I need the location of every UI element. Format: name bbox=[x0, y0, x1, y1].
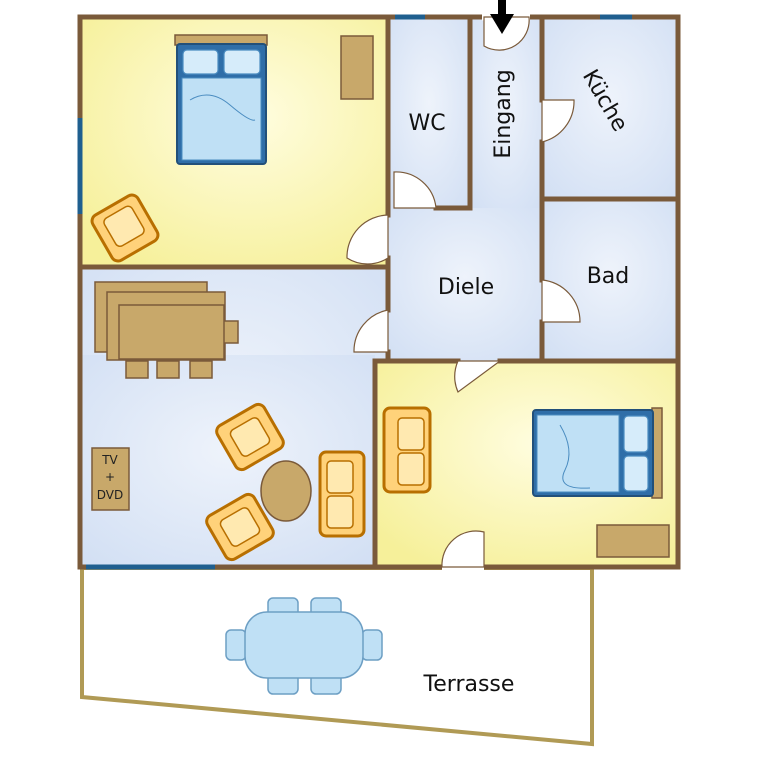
hall-floor bbox=[388, 208, 542, 361]
living-room-door bbox=[353, 309, 389, 353]
bedroom-2-door bbox=[454, 360, 502, 393]
label-bath: Bad bbox=[587, 264, 630, 289]
armchair-icon bbox=[90, 193, 160, 263]
armchair-icon bbox=[215, 402, 285, 472]
terrace-door bbox=[441, 530, 485, 568]
bedroom-1-door bbox=[346, 214, 389, 265]
wc-door bbox=[393, 171, 437, 209]
bath-door bbox=[541, 279, 581, 323]
patio-table-set bbox=[225, 597, 383, 695]
tv-label-line3: DVD bbox=[97, 488, 123, 502]
tv-label-line1: TV bbox=[101, 453, 118, 467]
doors bbox=[346, 13, 581, 571]
sofa-icon bbox=[318, 450, 366, 538]
label-wc: WC bbox=[408, 111, 445, 136]
double-bed-icon bbox=[532, 407, 663, 499]
dining-table-icon bbox=[94, 281, 239, 379]
entrance-door bbox=[483, 16, 530, 51]
sofa-icon bbox=[382, 406, 432, 494]
living-room-furniture: TV + DVD bbox=[91, 281, 366, 562]
wardrobe-icon bbox=[340, 35, 374, 100]
patio-table bbox=[244, 611, 364, 679]
bedroom-1-furniture bbox=[90, 34, 374, 263]
bath-floor bbox=[542, 199, 678, 361]
tv-dvd-unit: TV + DVD bbox=[91, 447, 130, 511]
coffee-table-icon bbox=[260, 460, 312, 522]
entrance-arrow-icon bbox=[490, 0, 514, 34]
armchair-icon bbox=[205, 492, 275, 562]
tv-label-line2: + bbox=[105, 470, 115, 484]
patio-chair bbox=[225, 629, 247, 661]
label-entrance: Eingang bbox=[491, 69, 516, 158]
label-hall: Diele bbox=[438, 275, 494, 300]
dresser-icon bbox=[596, 524, 670, 558]
label-terrace: Terrasse bbox=[423, 672, 515, 697]
kitchen-door bbox=[541, 99, 575, 143]
bedroom-2-furniture bbox=[382, 406, 670, 558]
outer-wall bbox=[77, 14, 681, 570]
double-bed-icon bbox=[174, 34, 268, 165]
patio-chair bbox=[361, 629, 383, 661]
windows bbox=[77, 14, 632, 570]
walls bbox=[77, 14, 681, 570]
